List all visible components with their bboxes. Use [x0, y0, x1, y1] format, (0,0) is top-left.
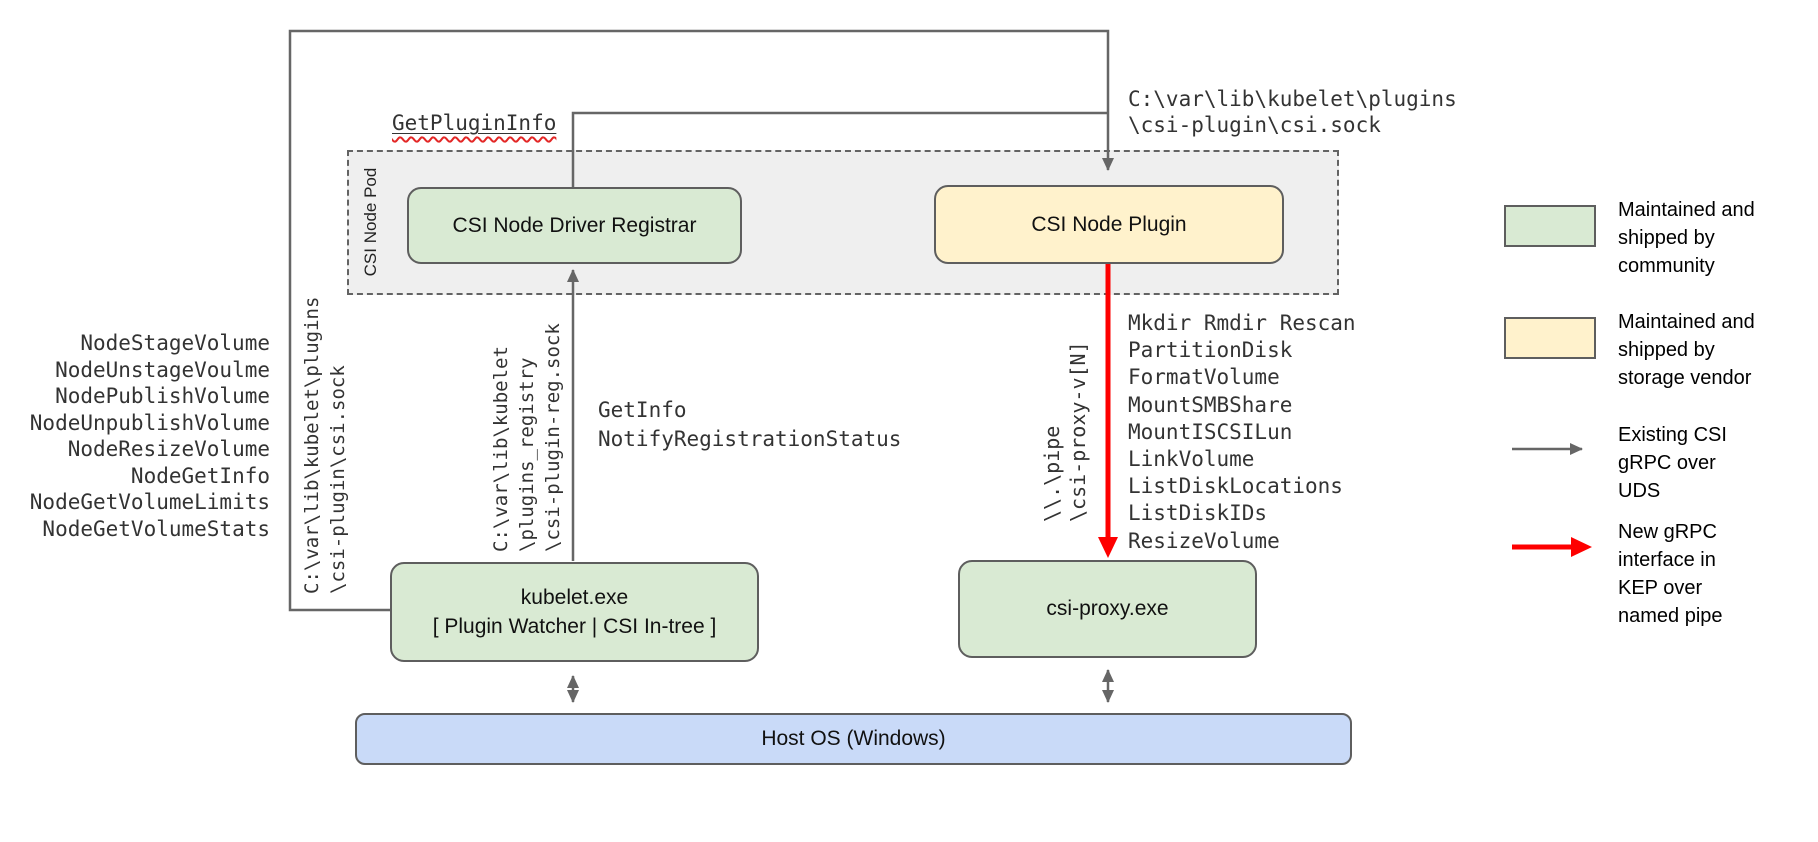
text-line: interface in	[1618, 549, 1716, 571]
registration-sock-path-label: C:\var\lib\kubelet\plugins_registry\csi-…	[488, 302, 566, 552]
text-line: community	[1618, 255, 1715, 277]
text-line: FormatVolume	[1128, 365, 1280, 390]
text-line: [ Plugin Watcher | CSI In-tree ]	[432, 615, 717, 638]
legend-named-pipe-text: New gRPC interface in KEP over named pipe	[1618, 518, 1723, 630]
text-line: NodeStageVolume	[80, 331, 270, 355]
text-line: storage vendor	[1618, 367, 1752, 389]
text-line: GetInfo	[598, 398, 687, 422]
text-line: LinkVolume	[1128, 447, 1255, 472]
legend-community-swatch	[1504, 205, 1596, 247]
get-plugin-info-text: GetPluginInfo	[392, 111, 557, 135]
legend-vendor-text: Maintained and shipped by storage vendor	[1618, 308, 1755, 392]
text-line: MountISCSILun	[1128, 419, 1293, 444]
text-line: PartitionDisk	[1128, 338, 1293, 363]
text-line: ListDiskIDs	[1128, 501, 1268, 526]
csi-node-plugin-box: CSI Node Plugin	[934, 185, 1284, 264]
text-line: C:\var\lib\kubelet\plugins	[1128, 87, 1457, 111]
text-line: \\.\pipe	[1040, 425, 1064, 522]
text-line: NodeGetInfo	[130, 463, 270, 488]
text-line: kubelet.exe	[520, 586, 629, 609]
text-line: ResizeVolume	[1128, 528, 1280, 553]
host-os-box: Host OS (Windows)	[355, 713, 1352, 765]
text-line: shipped by	[1618, 227, 1715, 249]
text-line: NodeGetVolumeLimits	[29, 490, 270, 514]
named-pipe-path-label: \\.\pipe\csi-proxy-v[N]	[1039, 312, 1091, 522]
text-line: named pipe	[1618, 605, 1723, 627]
text-line: \csi-plugin\csi.sock	[1128, 113, 1381, 137]
text-line: NotifyRegistrationStatus	[598, 427, 902, 451]
kubelet-to-plugin-connector	[288, 29, 1114, 612]
text-line: ListDiskLocations	[1128, 474, 1343, 499]
text-line: New gRPC	[1618, 521, 1717, 543]
text-line: Mkdir Rmdir Rescan	[1128, 311, 1356, 335]
text-line: Existing CSI	[1618, 424, 1727, 446]
text-line: NodePublishVolume	[55, 384, 270, 408]
text-line: Maintained and	[1618, 199, 1755, 221]
getplugininfo-connector	[571, 111, 1107, 188]
text-line: shipped by	[1618, 339, 1715, 361]
text-line: MountSMBShare	[1128, 392, 1293, 417]
text-line: C:\var\lib\kubelet	[490, 346, 512, 552]
get-plugin-info-label: GetPluginInfo	[392, 110, 556, 136]
text-line: Maintained and	[1618, 311, 1755, 333]
legend-vendor-swatch	[1504, 317, 1596, 359]
text-line: \csi-plugin\csi.sock	[327, 365, 349, 594]
kubelet-box: kubelet.exe [ Plugin Watcher | CSI In-tre…	[390, 562, 759, 662]
text-line: NodeUnpublishVolume	[29, 410, 270, 435]
text-line: NodeUnstageVoulme	[55, 357, 270, 382]
csi-node-pod-label: CSI Node Pod	[361, 167, 380, 277]
text-line: \csi-plugin-reg.sock	[542, 323, 564, 552]
csi-sock-path-left-label: C:\var\lib\kubelet\plugins\csi-plugin\cs…	[299, 254, 351, 594]
text-line: NodeResizeVolume	[67, 437, 270, 461]
text-line: \plugins_registry	[516, 357, 538, 552]
csi-node-driver-registrar-box: CSI Node Driver Registrar	[407, 187, 742, 264]
text-line: UDS	[1618, 480, 1661, 502]
csi-sock-path-top-label: C:\var\lib\kubelet\plugins\csi-plugin\cs…	[1128, 86, 1457, 138]
csi-proxy-box: csi-proxy.exe	[958, 560, 1257, 658]
text-line: NodeGetVolumeStats	[42, 516, 270, 541]
text-line: gRPC over	[1618, 452, 1716, 474]
text-line: KEP over	[1618, 577, 1703, 599]
text-line: \csi-proxy-v[N]	[1066, 341, 1090, 522]
legend-community-text: Maintained and shipped by community	[1618, 196, 1755, 280]
text-line: C:\var\lib\kubelet\plugins	[301, 296, 323, 594]
